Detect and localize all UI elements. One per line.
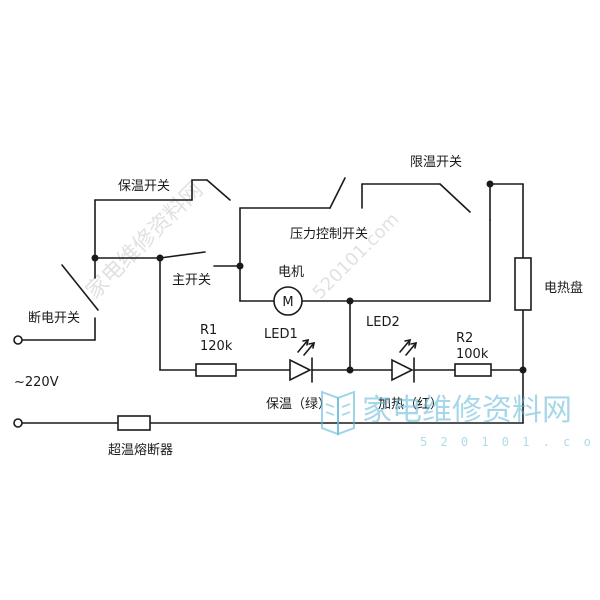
junction-dot bbox=[236, 262, 244, 270]
thermal-fuse bbox=[117, 415, 151, 431]
heating-plate-label: 电热盘 bbox=[544, 280, 583, 296]
junction-dot bbox=[346, 366, 354, 374]
led2-diode bbox=[391, 338, 418, 383]
heating-plate bbox=[514, 257, 532, 311]
junction-dot bbox=[91, 254, 99, 262]
junction-dot bbox=[519, 366, 527, 374]
pressure-switch-label: 压力控制开关 bbox=[290, 227, 368, 242]
brand-watermark: 家电维修资料网 5 2 0 1 0 1 . c o m bbox=[321, 390, 600, 449]
supply-voltage-label: ~220V bbox=[14, 375, 59, 390]
led1-caption: 保温（绿） bbox=[266, 397, 331, 412]
terminal-bottom bbox=[13, 418, 23, 428]
temp-limit-switch-label: 限温开关 bbox=[410, 155, 462, 170]
motor-m-letter: M bbox=[282, 295, 293, 310]
junction-dot bbox=[486, 180, 494, 188]
r2-value-label: 100k bbox=[456, 347, 489, 362]
main-switch-label: 主开关 bbox=[172, 273, 211, 288]
keep-warm-switch-label: 保温开关 bbox=[118, 179, 170, 194]
watermark-brand-cn: 家电维修资料网 bbox=[362, 393, 572, 428]
book-logo-icon bbox=[321, 390, 355, 436]
junction-dots bbox=[91, 180, 527, 374]
junction-dot bbox=[156, 254, 164, 262]
r1-name-label: R1 bbox=[200, 323, 217, 338]
watermark-brand-url: 5 2 0 1 0 1 . c o m bbox=[420, 435, 600, 449]
led2-name-label: LED2 bbox=[366, 315, 400, 330]
motor-symbol: M bbox=[273, 286, 303, 316]
led1-name-label: LED1 bbox=[264, 327, 298, 342]
motor-label: 电机 bbox=[278, 265, 304, 280]
fuse-label: 超温熔断器 bbox=[108, 443, 173, 458]
led1-diode bbox=[289, 338, 316, 383]
terminal-top bbox=[13, 335, 23, 345]
led2-caption: 加热（红） bbox=[378, 396, 443, 412]
power-off-switch-label: 断电开关 bbox=[28, 311, 80, 326]
r1-value-label: 120k bbox=[200, 339, 233, 354]
junction-dot bbox=[346, 297, 354, 305]
resistor-r2 bbox=[454, 363, 492, 377]
resistor-r1 bbox=[195, 363, 237, 377]
r2-name-label: R2 bbox=[456, 331, 473, 346]
background-watermark-url: 520101.com bbox=[309, 209, 404, 304]
component-labels: 保温开关 限温开关 压力控制开关 主开关 电机 断电开关 电热盘 R1 120k… bbox=[14, 155, 583, 458]
